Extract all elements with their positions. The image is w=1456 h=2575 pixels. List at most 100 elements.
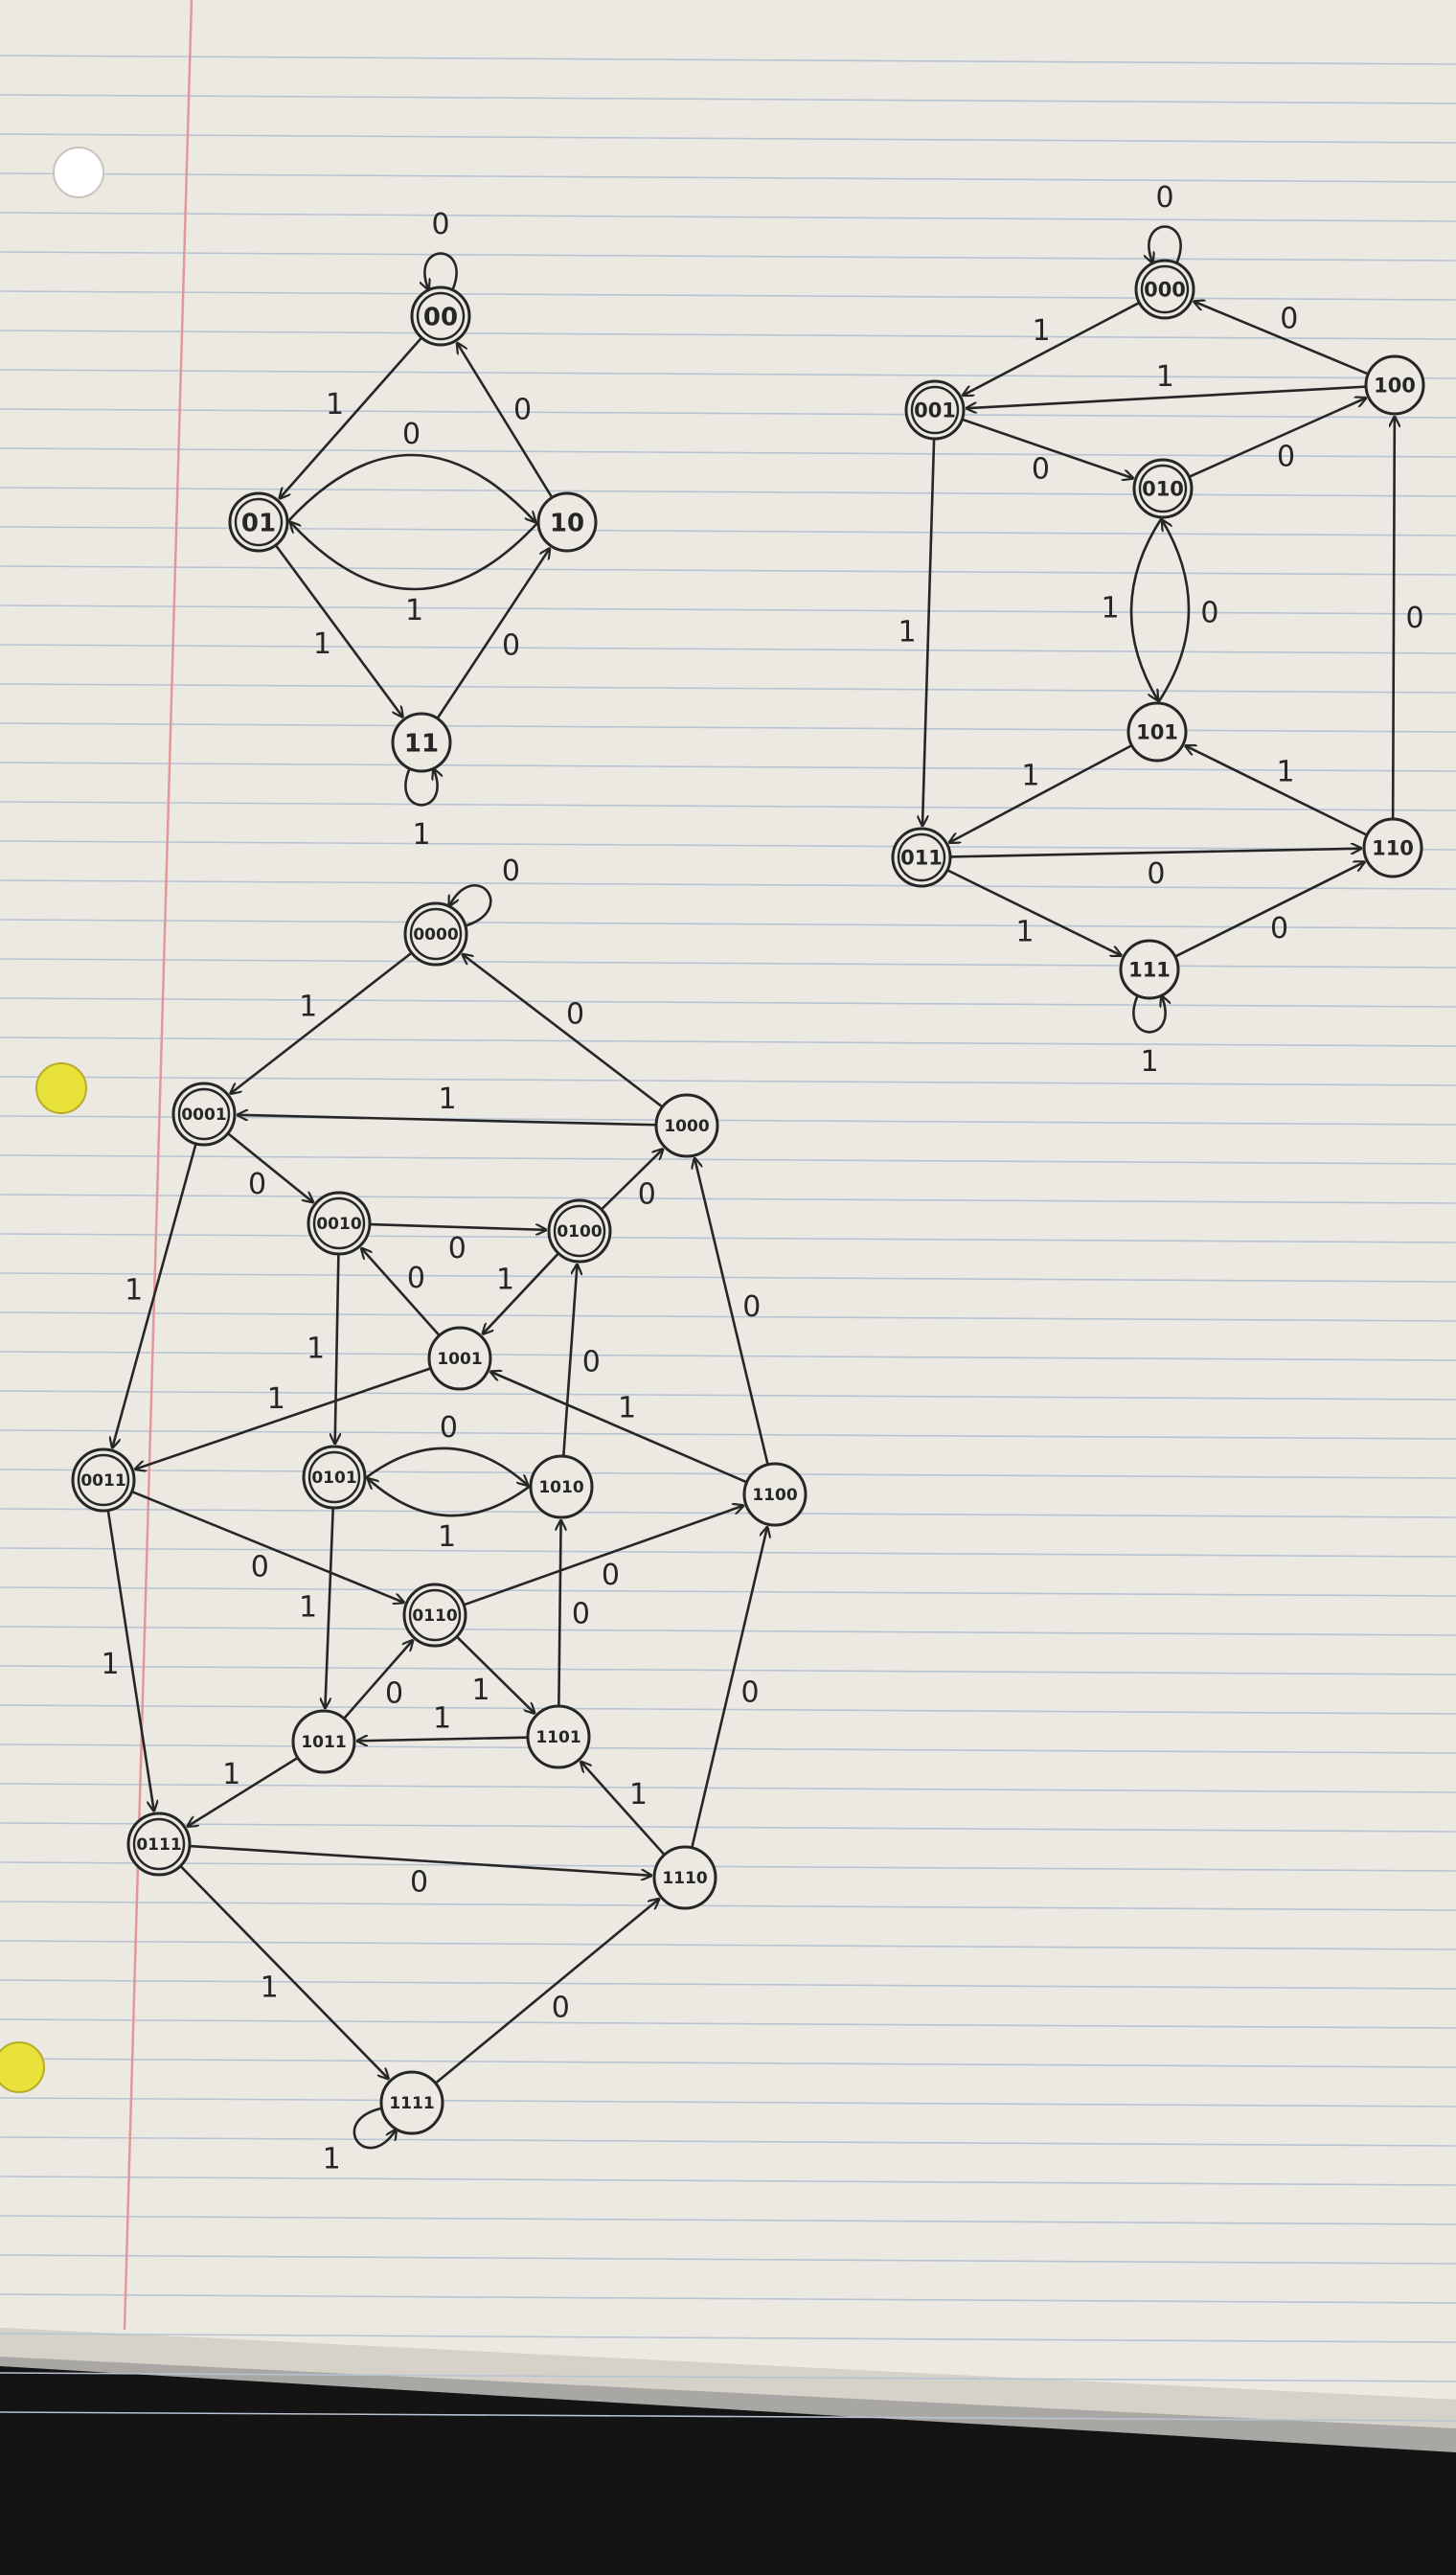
state-circle xyxy=(427,1326,492,1391)
state-node-010: 010 xyxy=(1132,458,1194,519)
edge-line xyxy=(694,1158,769,1466)
edge-label: 1 xyxy=(1015,916,1034,949)
rule-line xyxy=(0,604,1456,615)
page-edge-curl xyxy=(0,2328,1456,2428)
edge-label: 1 xyxy=(618,1391,636,1424)
rule-line xyxy=(0,2097,1456,2108)
state-label: 110 xyxy=(1372,837,1414,860)
rule-line xyxy=(0,2254,1456,2265)
state-circle xyxy=(302,1445,367,1510)
state-node-0001: 0001 xyxy=(171,1082,237,1147)
rule-line xyxy=(0,487,1456,497)
edge-line xyxy=(280,336,423,498)
rule-line xyxy=(0,1743,1456,1754)
rule-line xyxy=(0,2136,1456,2147)
edge-1110-to-1101: 1 xyxy=(580,1762,666,1857)
state-node-0100: 0100 xyxy=(547,1198,612,1264)
edge-line xyxy=(455,1635,535,1713)
edge-line xyxy=(457,343,554,499)
edge-1110-to-1100: 0 xyxy=(691,1527,767,1849)
state-node-100: 100 xyxy=(1364,354,1425,416)
edge-100-to-001: 1 xyxy=(967,360,1367,408)
edge-label: 0 xyxy=(1277,441,1295,474)
edge-line xyxy=(1149,225,1182,263)
edge-0001-to-0010: 0 xyxy=(227,1132,313,1202)
notebook-page xyxy=(0,0,1456,2400)
state-circle xyxy=(1134,259,1195,320)
edge-line xyxy=(949,849,1361,858)
state-label: 001 xyxy=(914,399,956,422)
rule-line xyxy=(0,958,1456,968)
state-node-1000: 1000 xyxy=(654,1093,719,1158)
rule-line xyxy=(0,1665,1456,1675)
edge-line xyxy=(1188,398,1365,478)
edge-label: 1 xyxy=(438,1082,456,1116)
state-label: 100 xyxy=(1374,375,1416,398)
rule-line xyxy=(0,762,1456,772)
edge-line xyxy=(434,1899,659,2085)
edge-label: 1 xyxy=(899,615,917,649)
state-node-1001: 1001 xyxy=(427,1326,492,1391)
edge-line xyxy=(404,769,437,807)
edge-label: 0 xyxy=(602,1559,620,1592)
edge-label: 1 xyxy=(1033,314,1051,348)
state-node-101: 101 xyxy=(1126,701,1188,763)
edge-label: 1 xyxy=(299,991,317,1024)
edge-line xyxy=(463,1506,743,1607)
edge-111-to-110: 0 xyxy=(1174,862,1365,958)
state-node-1010: 1010 xyxy=(529,1454,594,1519)
edge-11-to-10: 0 xyxy=(436,549,550,719)
state-circle xyxy=(402,1583,467,1648)
edge-0010-to-0100: 0 xyxy=(369,1222,546,1265)
rule-line xyxy=(0,408,1456,419)
accept-ring xyxy=(897,832,946,882)
rule-line xyxy=(0,1586,1456,1597)
state-circle xyxy=(403,901,468,967)
state-node-0111: 0111 xyxy=(126,1812,192,1877)
state-node-001: 001 xyxy=(904,379,966,441)
edge-label: 0 xyxy=(1200,597,1218,630)
rule-line xyxy=(0,1233,1456,1243)
rule-line xyxy=(0,2176,1456,2186)
edge-label: 1 xyxy=(496,1263,514,1296)
edge-line xyxy=(949,743,1133,842)
edge-line xyxy=(561,1265,577,1457)
state-node-110: 110 xyxy=(1362,817,1423,878)
state-label: 111 xyxy=(1128,959,1171,982)
edge-1111-to-1111: 1 xyxy=(323,2107,397,2176)
edge-0110-to-1100: 0 xyxy=(463,1506,743,1607)
edge-10-to-01: 1 xyxy=(290,522,539,627)
rule-line xyxy=(0,683,1456,694)
edge-label: 1 xyxy=(307,1333,325,1366)
edge-label: 0 xyxy=(638,1178,656,1212)
state-circle xyxy=(291,1709,356,1774)
edge-label: 1 xyxy=(326,388,344,422)
edge-line xyxy=(227,1132,313,1202)
state-label: 0101 xyxy=(311,1469,356,1488)
state-label: 0000 xyxy=(413,925,458,945)
edge-label: 0 xyxy=(440,1411,458,1445)
state-node-0101: 0101 xyxy=(302,1445,367,1510)
rule-line xyxy=(0,1154,1456,1165)
edge-line xyxy=(424,252,458,290)
state-circle xyxy=(228,491,289,553)
rule-line xyxy=(0,2411,1456,2422)
edge-101-to-010: 0 xyxy=(1156,520,1218,704)
edge-line xyxy=(188,1756,299,1827)
edge-label: 0 xyxy=(410,1865,428,1899)
edge-line xyxy=(961,418,1132,478)
edge-line xyxy=(368,1478,532,1517)
edge-label: 0 xyxy=(1155,181,1173,215)
state-node-0011: 0011 xyxy=(71,1447,136,1513)
ruled-lines xyxy=(0,55,1456,2422)
state-label: 1001 xyxy=(437,1350,482,1369)
accept-ring xyxy=(77,1453,130,1507)
state-node-1111: 1111 xyxy=(379,2070,444,2135)
edge-010-to-101: 1 xyxy=(1102,516,1164,700)
edge-label: 1 xyxy=(1156,360,1174,394)
edge-0111-to-1111: 1 xyxy=(179,1864,388,2079)
binder-hole-bottom xyxy=(0,2041,45,2093)
rule-line xyxy=(0,1901,1456,1911)
edge-line xyxy=(1194,302,1369,376)
